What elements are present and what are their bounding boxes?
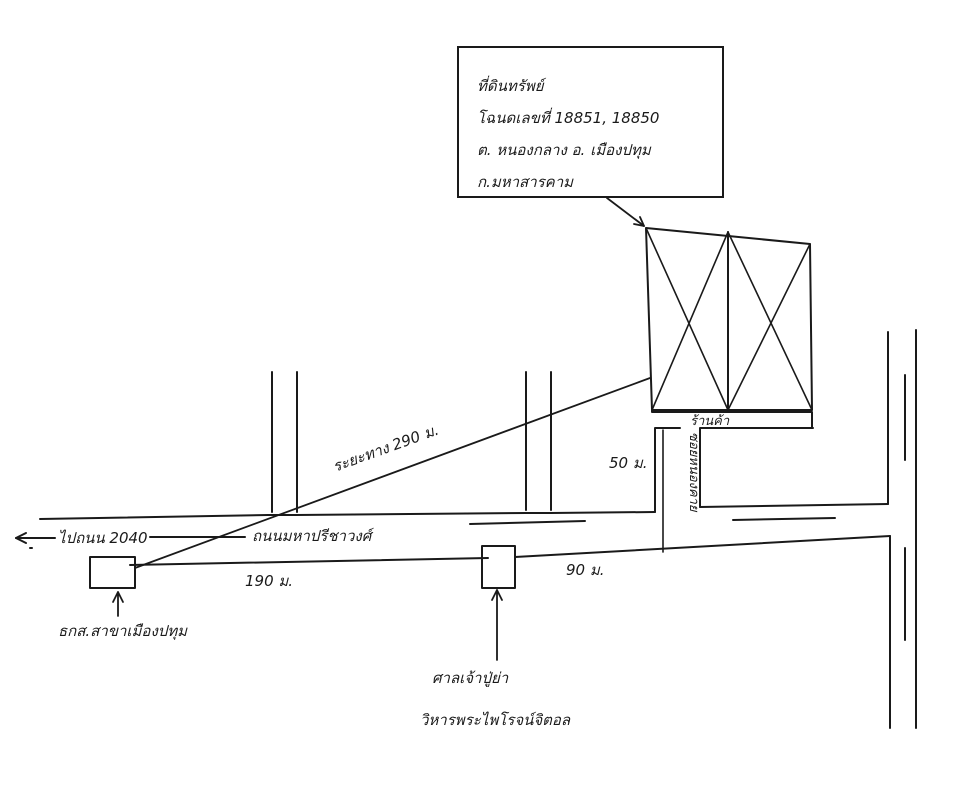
- right-road: [887, 329, 917, 729]
- distance-50-label: 50 ม.: [609, 454, 648, 472]
- note-line-2: โฉนดเลขที่ 18851, 18850: [477, 109, 660, 127]
- arrow-head-icon: [633, 216, 645, 227]
- note-line-3: ต. หนองกลาง อ. เมืองปทุม: [477, 141, 651, 159]
- temple-label-line1: ศาลเจ้าปู่ย่า: [432, 669, 509, 687]
- side-road-label: ซอยหนองคาย: [686, 432, 701, 513]
- lane-markers: [469, 517, 836, 525]
- bank-arrow-icon: [112, 591, 124, 617]
- side-roads: [271, 371, 552, 513]
- soi-road: [654, 427, 814, 513]
- temple-building: [481, 545, 516, 589]
- to-road-label: ไปถนน 2040: [58, 529, 148, 547]
- bank-building: [89, 556, 136, 589]
- bank-label: ธกส.สาขาเมืองปทุม: [58, 622, 188, 640]
- note-line-1: ที่ดินทรัพย์: [477, 77, 544, 95]
- distance-190-label: 190 ม.: [245, 572, 293, 590]
- property-note-box: ที่ดินทรัพย์ โฉนดเลขที่ 18851, 18850 ต. …: [457, 46, 724, 198]
- left-arrow-icon: [15, 532, 56, 544]
- diagonal-distance-label: ระยะทาง 290 ม.: [330, 421, 441, 476]
- corner-label: ร้านค้า: [690, 414, 730, 429]
- note-pointer: [606, 197, 645, 227]
- main-road-label: ถนนมหาปรีชาวงศ์: [252, 527, 374, 545]
- distance-90-label: 90 ม.: [566, 561, 605, 579]
- main-road: [29, 503, 891, 566]
- property-parcel: [645, 227, 813, 429]
- diagonal-distance-line: [134, 377, 651, 569]
- note-line-4: ก.มหาสารคาม: [477, 173, 574, 191]
- temple-label-line2: วิหารพระไพโรจน์จิตอล: [420, 711, 571, 729]
- temple-arrow-icon: [491, 589, 503, 661]
